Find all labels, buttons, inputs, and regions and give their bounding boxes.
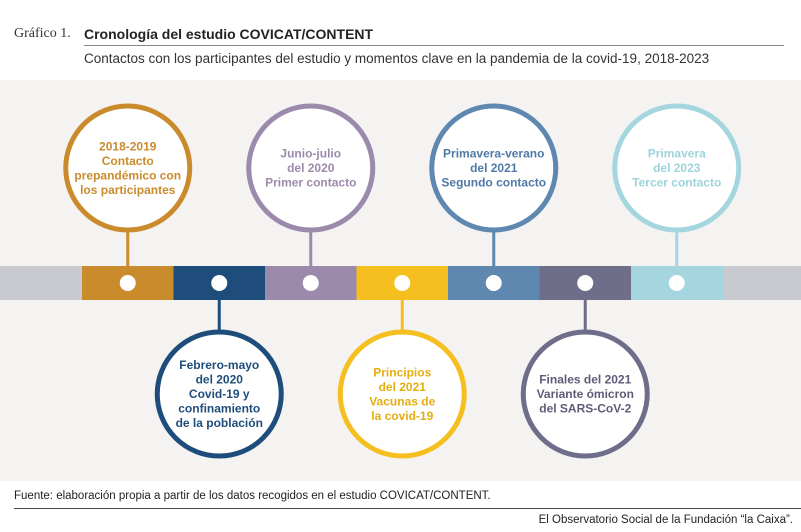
event-label-line: confinamiento xyxy=(178,402,260,416)
event-label-line: Primer contacto xyxy=(265,176,356,190)
event-circle xyxy=(429,103,559,233)
event-circle xyxy=(63,103,193,233)
event-dot xyxy=(211,275,228,291)
event-label-line: Febrero-mayo xyxy=(179,358,259,372)
event-label-line: del 2020 xyxy=(287,161,335,175)
figure-subtitle: Contactos con los participantes del estu… xyxy=(84,51,710,66)
event-label-line: Principios xyxy=(373,365,431,379)
figure-label: Gráfico 1. xyxy=(14,26,71,41)
event-label-line: los participantes xyxy=(80,183,176,197)
event-dot xyxy=(668,275,685,291)
event-label-line: Variante ómicron xyxy=(537,387,634,401)
event-label-line: del 2020 xyxy=(196,373,244,387)
event-label-line: Segundo contacto xyxy=(441,176,546,190)
event-label-line: del 2021 xyxy=(379,380,427,394)
event-label-line: del 2021 xyxy=(470,161,518,175)
event-dot xyxy=(302,275,319,291)
event-dot xyxy=(577,275,594,291)
event-label-line: Primavera xyxy=(648,147,706,161)
timeline-bar-end xyxy=(722,266,801,300)
event-dot xyxy=(394,275,411,291)
event-label-line: 2018-2019 xyxy=(99,139,157,153)
publisher-credit: El Observatorio Social de la Fundación “… xyxy=(538,514,793,526)
header-rule xyxy=(84,45,784,46)
event-label-line: prepandémico con xyxy=(74,168,181,182)
event-label-line: la covid-19 xyxy=(371,409,433,423)
figure-header: Gráfico 1. Cronología del estudio COVICA… xyxy=(0,0,801,80)
event-dot xyxy=(485,275,502,291)
event-circle xyxy=(520,329,650,459)
event-label-line: Finales del 2021 xyxy=(539,373,631,387)
event-label-line: Covid-19 y xyxy=(189,387,250,401)
event-circle xyxy=(246,103,376,233)
event-label-line: Junio-julio xyxy=(280,147,341,161)
event-label-line: de la población xyxy=(176,416,263,430)
event-dot xyxy=(119,275,136,291)
event-label-line: Primavera-verano xyxy=(443,147,544,161)
event-label-line: del 2023 xyxy=(653,161,701,175)
timeline-bar-start xyxy=(0,266,82,300)
event-circle xyxy=(612,103,742,233)
event-label-line: Tercer contacto xyxy=(632,176,721,190)
event-circle xyxy=(154,329,284,459)
figure-title: Cronología del estudio COVICAT/CONTENT xyxy=(84,26,374,42)
event-circle xyxy=(337,329,467,459)
footer-rule xyxy=(14,508,801,509)
event-label-line: del SARS-CoV-2 xyxy=(539,402,631,416)
source-note: Fuente: elaboración propia a partir de l… xyxy=(14,490,491,502)
event-label-line: Vacunas de xyxy=(369,394,435,408)
event-label-line: Contacto xyxy=(102,154,154,168)
